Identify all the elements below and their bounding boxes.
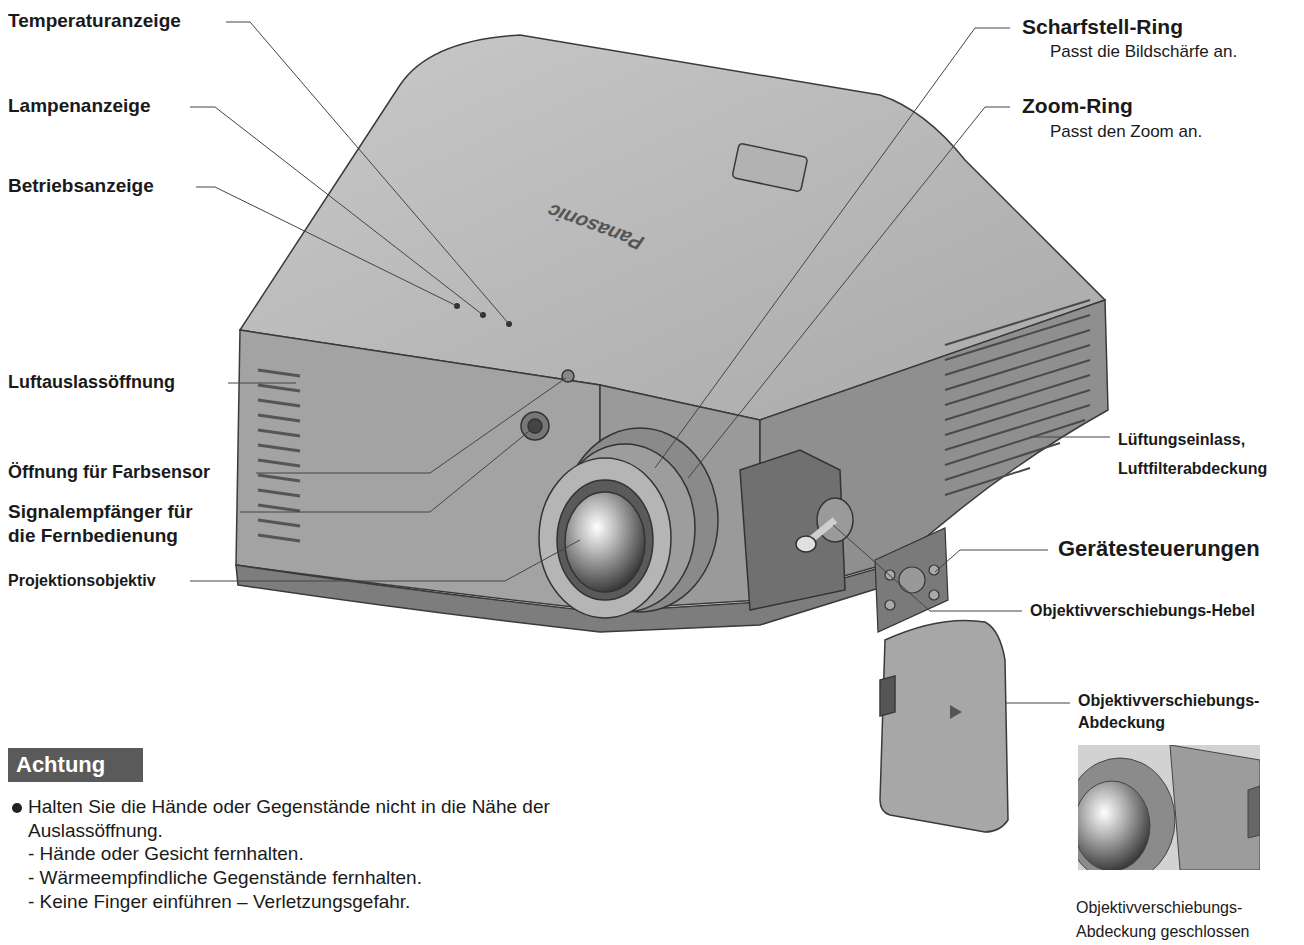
photo-caption: Objektivverschiebungs- Abdeckung geschlo…	[1076, 896, 1291, 944]
projector-body	[236, 35, 1108, 632]
control-panel	[929, 590, 939, 600]
exhaust-vent	[258, 475, 300, 481]
intake-grille	[945, 468, 1030, 495]
part-label: Scharfstell-Ring	[1022, 14, 1183, 39]
indicator-label: Betriebsanzeige	[8, 175, 154, 198]
leader-lines	[228, 383, 296, 384]
leader-lines	[196, 187, 457, 306]
bullet-dot	[12, 803, 22, 813]
leader-lines	[190, 540, 580, 581]
leader-lines	[190, 107, 483, 315]
intake-grille	[945, 405, 1090, 450]
lens-shift-cover	[880, 676, 895, 716]
caution-note: Halten Sie die Hände oder Gegenstände ni…	[28, 795, 628, 843]
projection-lens	[539, 458, 671, 618]
caution-note: - Hände oder Gesicht fernhalten.	[28, 843, 304, 866]
exhaust-vent	[258, 505, 300, 511]
leader-lines	[226, 22, 509, 324]
leader-lines	[833, 525, 1022, 611]
exhaust-vent	[258, 370, 300, 376]
exhaust-vent	[258, 415, 300, 421]
leader-lines	[935, 550, 1048, 572]
control-panel	[875, 528, 948, 632]
part-label: Objektivverschiebungs- Abdeckung	[1078, 690, 1278, 734]
intake-grille	[945, 300, 1090, 495]
indicator-label: Lampenanzeige	[8, 95, 151, 118]
lens-shift-lever	[796, 536, 816, 552]
caution-note: - Keine Finger einführen – Verletzungsge…	[28, 891, 410, 914]
sensor-openings	[521, 370, 574, 440]
sensor-openings	[562, 370, 574, 382]
caution-note: - Wärmeempfindliche Gegenstände fernhalt…	[28, 867, 422, 890]
lens-shift-lever	[740, 450, 853, 610]
part-label: Öffnung für Farbsensor	[8, 462, 210, 484]
bullet-dot	[12, 803, 22, 813]
exhaust-vent	[258, 445, 300, 451]
projector-body	[732, 143, 808, 192]
part-label: Objektivverschiebungs-Hebel	[1030, 601, 1255, 620]
part-description: Passt die Bildschärfe an.	[1050, 42, 1237, 62]
sensor-openings	[521, 412, 549, 440]
leader-lines	[688, 107, 1010, 478]
leader-lines	[1005, 703, 1070, 704]
part-label: Projektionsobjektiv	[8, 571, 156, 590]
exhaust-vent	[258, 430, 300, 436]
control-panel	[899, 567, 925, 593]
part-label: Luftauslassöffnung	[8, 372, 175, 394]
caution-heading-box: Achtung	[8, 748, 143, 782]
leader-lines	[256, 378, 566, 473]
lens-shift-cover	[880, 620, 1008, 832]
exhaust-vent	[258, 520, 300, 526]
control-panel	[875, 528, 948, 632]
leader-lines	[655, 28, 1010, 468]
projection-lens	[539, 428, 718, 618]
closed-cover-photo	[1078, 758, 1175, 870]
intake-grille	[945, 443, 1060, 480]
part-label: Zoom-Ring	[1022, 93, 1133, 118]
closed-cover-photo	[1078, 781, 1150, 870]
lens-shift-cover	[950, 705, 962, 719]
part-label: Signalempfänger für die Fernbedienung	[8, 500, 223, 548]
exhaust-vent	[258, 370, 300, 541]
closed-cover-photo	[1078, 745, 1260, 870]
caution-heading: Achtung	[16, 751, 135, 779]
part-label: Gerätesteuerungen	[1058, 536, 1260, 562]
part-description: Passt den Zoom an.	[1050, 122, 1202, 142]
indicator-label: Temperaturanzeige	[8, 10, 181, 33]
lens-shift-cover	[880, 620, 1008, 832]
part-label: Lüftungseinlass, Luftfilterabdeckung	[1118, 425, 1304, 483]
control-panel	[885, 600, 895, 610]
leader-lines	[240, 428, 533, 512]
exhaust-vent	[258, 400, 300, 406]
exhaust-vent	[258, 385, 300, 391]
exhaust-vent	[258, 460, 300, 466]
closed-cover-photo	[1170, 745, 1260, 870]
leader-lines	[1030, 437, 1110, 438]
closed-cover-photo	[1248, 786, 1260, 838]
projection-lens	[557, 480, 653, 600]
exhaust-vent	[258, 490, 300, 496]
exhaust-vent	[258, 535, 300, 541]
leader-lines	[190, 22, 1110, 703]
